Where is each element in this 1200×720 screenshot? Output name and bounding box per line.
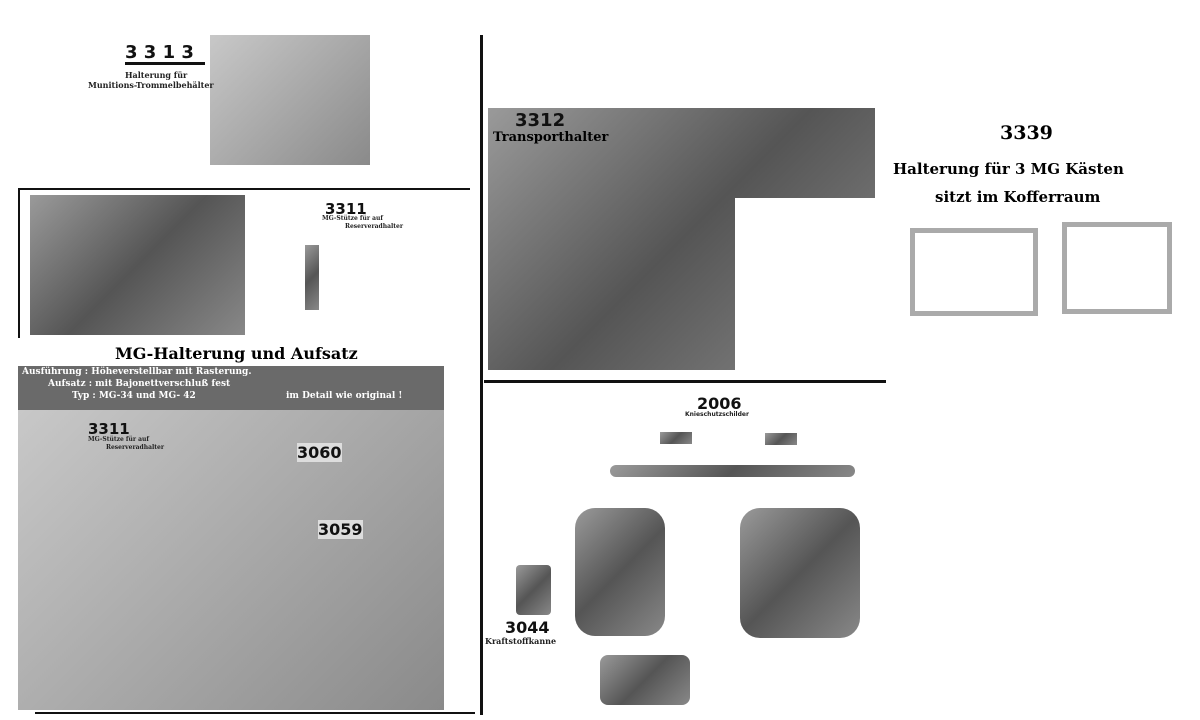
mg-spec-3: Typ : MG-34 und MG- 42 — [72, 391, 196, 401]
divider-vertical-center — [480, 35, 483, 715]
photo-3339-boxes-2 — [1062, 222, 1172, 314]
item-desc-3313-2: Munitions-Trommelbehälter — [88, 80, 214, 90]
mg-title: MG-Halterung und Aufsatz — [115, 344, 358, 363]
item-number-3313: 3 3 1 3 — [125, 42, 194, 63]
knee-shield-right — [740, 508, 860, 638]
item-desc-3339-2: sitzt im Kofferraum — [935, 188, 1101, 206]
item-number-3059: 3059 — [318, 520, 363, 539]
item-number-3044: 3044 — [505, 618, 550, 637]
photo-3339-boxes — [910, 228, 1038, 316]
item-desc-3311-2: Reserveradhalter — [345, 223, 403, 230]
item-desc-3311: MG-Stütze für auf — [322, 215, 383, 222]
photo-3044-can — [516, 565, 551, 615]
item-number-3312: 3312 — [515, 110, 566, 131]
bar — [610, 465, 855, 477]
photo-mg-support — [30, 195, 245, 335]
item-number-3060: 3060 — [297, 443, 342, 462]
bracket-right — [765, 433, 797, 445]
item-desc-2006: Knieschutzschilder — [685, 411, 749, 418]
item-desc-3312: Transporthalter — [493, 130, 609, 145]
item-number-3311-b: 3311 — [88, 420, 130, 438]
item-desc-3044: Kraftstoffkanne — [485, 636, 557, 646]
item-number-2006: 2006 — [697, 394, 742, 413]
photo-3313-holder — [210, 35, 370, 165]
divider-center-mid — [484, 380, 886, 383]
item-desc-3311-b2: Reserveradhalter — [106, 444, 164, 451]
cutout — [735, 198, 880, 373]
item-desc-3313: Halterung für — [125, 70, 188, 80]
photo-3044-can-large — [600, 655, 690, 705]
mg-spec-1: Ausführung : Höheverstellbar mit Rasteru… — [22, 367, 252, 377]
photo-3311-stand — [305, 245, 319, 310]
divider-left-top — [18, 188, 470, 190]
bracket-left — [660, 432, 692, 444]
mg-spec-banner: Ausführung : Höheverstellbar mit Rasteru… — [18, 366, 444, 410]
mg-spec-2: Aufsatz : mit Bajonettverschluß fest — [48, 379, 231, 389]
knee-shield-left — [575, 508, 665, 636]
divider-left-frame — [18, 188, 20, 338]
arrow-icon — [125, 62, 205, 65]
mg-note: im Detail wie original ! — [286, 391, 403, 401]
item-desc-3339: Halterung für 3 MG Kästen — [893, 160, 1124, 178]
divider-bottom — [35, 712, 475, 714]
item-number-3339: 3339 — [1000, 122, 1053, 144]
photo-mg-mount — [18, 410, 444, 710]
item-number-3311: 3311 — [325, 200, 367, 218]
item-desc-3311-b: MG-Stütze für auf — [88, 436, 149, 443]
